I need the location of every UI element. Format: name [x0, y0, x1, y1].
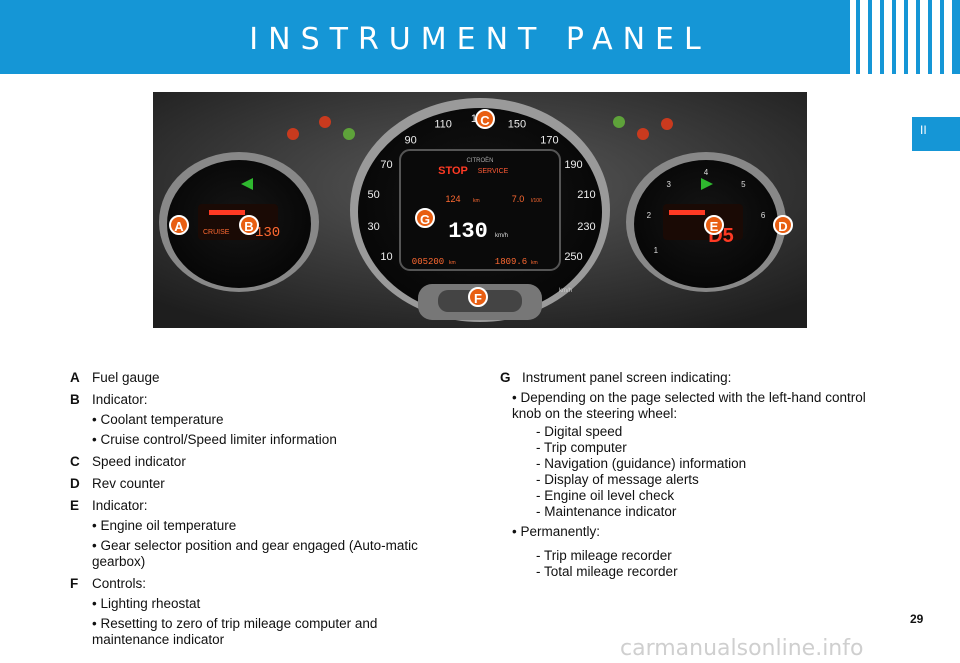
sub-item: - Navigation (guidance) information: [536, 456, 747, 471]
entry-a: A Fuel gauge: [70, 370, 470, 386]
sub-item: - Maintenance indicator: [536, 504, 677, 519]
header-bar: INSTRUMENT PANEL: [0, 0, 960, 74]
right-column: G Instrument panel screen indicating: • D…: [500, 370, 900, 580]
entry-text: Fuel gauge: [92, 370, 160, 385]
dashboard-photo: CITROËN STOP SERVICE 124 km 7.0 l/100 13…: [153, 92, 807, 328]
speed-tick-label: 150: [508, 119, 526, 131]
entry-letter: A: [70, 370, 80, 385]
sub-item: - Digital speed: [536, 424, 623, 439]
rev-tick-label: 6: [761, 211, 766, 220]
speed-tick-label: 50: [367, 189, 379, 201]
entry-letter: E: [70, 498, 80, 513]
sub-item: - Engine oil level check: [536, 488, 675, 503]
bullet-item: • Coolant temperature: [92, 412, 224, 427]
rev-tick-label: 5: [741, 180, 746, 189]
screen-trip: 1809.6: [495, 257, 527, 267]
sub-list-2: - Trip mileage recorder- Total mileage r…: [500, 548, 900, 580]
entry-letter: F: [70, 576, 79, 591]
entry-text: Rev counter: [92, 476, 165, 491]
entry-f: F Controls: • Lighting rheostat • Resetti…: [70, 576, 470, 648]
section-tab-label: II: [920, 123, 927, 137]
page-title: INSTRUMENT PANEL: [249, 22, 711, 57]
entry-text: Instrument panel screen indicating:: [522, 370, 732, 385]
screen-consumption-unit: l/100: [531, 198, 542, 204]
screen-stop: STOP: [438, 165, 468, 177]
speed-tick-label: 10: [380, 251, 392, 263]
screen-trip1: 124: [445, 194, 460, 204]
entry-letter: G: [500, 370, 511, 385]
cruise-value: 130: [255, 225, 280, 241]
bullet-item: • Lighting rheostat: [92, 596, 201, 611]
speed-tick-label: 230: [577, 221, 595, 233]
entry-text: Indicator:: [92, 392, 148, 407]
speed-tick-label: 210: [577, 189, 595, 201]
sub-item: - Trip mileage recorder: [536, 548, 672, 563]
rev-tick-label: 3: [666, 180, 671, 189]
entry-d: D Rev counter: [70, 476, 470, 492]
left-column: A Fuel gauge B Indicator: • Coolant temper…: [70, 370, 470, 654]
rev-tick-labels: 1 2 3 4 5 6: [647, 168, 766, 255]
screen-speed: 130: [448, 219, 488, 244]
rev-tick-label: 1: [654, 246, 659, 255]
speed-tick-label: 190: [564, 159, 582, 171]
sub-item: - Trip computer: [536, 440, 627, 455]
speed-tick-labels: 10 30 50 70 90 110 130 150 170 190 210 230 250: [367, 113, 595, 263]
screen-trip-unit: km: [531, 260, 538, 266]
rev-tick-label: 4: [704, 168, 709, 177]
callout-a: A: [169, 215, 189, 235]
callout-d: D: [773, 215, 793, 235]
bullet-item: • Permanently:: [512, 524, 601, 539]
entry-letter: C: [70, 454, 80, 469]
entry-text: Indicator:: [92, 498, 148, 513]
callout-b: B: [239, 215, 259, 235]
speed-tick-label: 30: [367, 221, 379, 233]
callout-g: G: [415, 208, 435, 228]
callout-e: E: [704, 215, 724, 235]
speed-tick-label: 90: [404, 135, 416, 147]
entry-letter: B: [70, 392, 80, 407]
sub-item: - Display of message alerts: [536, 472, 699, 487]
bullet-item: • Resetting to zero of trip mileage comp…: [92, 616, 378, 647]
cruise-label: CRUISE: [203, 229, 230, 236]
entry-c: C Speed indicator: [70, 454, 470, 470]
bullet-item: • Depending on the page selected with th…: [512, 390, 866, 421]
bullet-item: • Cruise control/Speed limiter informati…: [92, 432, 337, 447]
speed-tick-label: 170: [540, 135, 558, 147]
entry-text: Speed indicator: [92, 454, 186, 469]
entry-letter: D: [70, 476, 80, 491]
speed-unit-label: km/h: [559, 288, 572, 294]
callout-f: F: [468, 287, 488, 307]
callout-c: C: [475, 109, 495, 129]
speed-tick-label: 250: [564, 251, 582, 263]
screen-odometer: 005200: [412, 257, 444, 267]
entry-text: Controls:: [92, 576, 147, 591]
bullet-item: • Engine oil temperature: [92, 518, 237, 533]
screen-odometer-unit: km: [449, 260, 456, 266]
screen-consumption: 7.0: [512, 194, 525, 204]
speed-tick-label: 70: [380, 159, 392, 171]
page-number: 29: [910, 612, 924, 626]
section-tab: II: [912, 117, 960, 151]
bullet-item: • Gear selector position and gear engage…: [92, 538, 418, 569]
rev-tick-label: 2: [647, 211, 652, 220]
header-stripes: [850, 0, 952, 74]
sub-item: - Total mileage recorder: [536, 564, 678, 579]
entry-b: B Indicator: • Coolant temperature • Crui…: [70, 392, 470, 448]
entry-g: G Instrument panel screen indicating:: [500, 370, 900, 386]
screen-trip1-unit: km: [473, 198, 480, 204]
screen-brand: CITROËN: [467, 157, 494, 164]
speed-tick-label: 110: [434, 119, 452, 131]
entry-e: E Indicator: • Engine oil temperature • G…: [70, 498, 470, 570]
dashboard-illustration: CITROËN STOP SERVICE 124 km 7.0 l/100 13…: [153, 92, 807, 328]
sub-list-1: - Digital speed- Trip computer- Navigati…: [500, 424, 900, 520]
screen-service: SERVICE: [478, 168, 509, 175]
watermark: carmanualsonline.info: [620, 636, 864, 661]
screen-speed-unit: km/h: [495, 233, 508, 239]
